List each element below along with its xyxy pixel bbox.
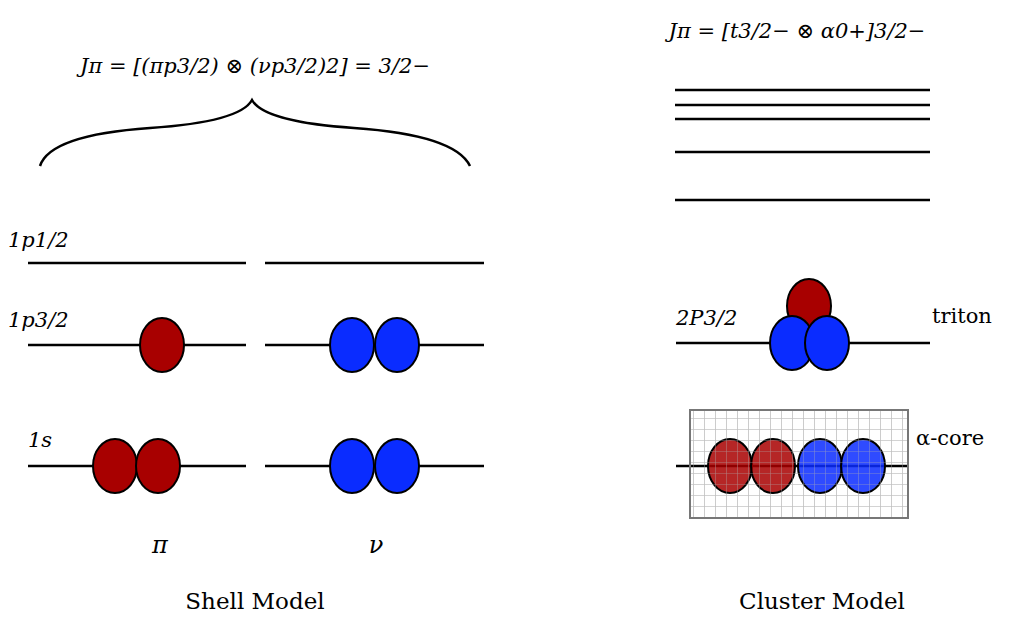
model-title: Cluster Model [739, 588, 905, 616]
model-title: Shell Model [185, 588, 324, 616]
level-label: 1p3/2 [8, 308, 69, 333]
proton-label: π [152, 531, 168, 560]
spin-formula: Jπ = [t3/2− ⊗ α0+]3/2− [669, 19, 926, 44]
level-label: 2P3/2 [676, 306, 737, 331]
neutron-label: ν [369, 531, 384, 560]
level-label: 1s [28, 428, 52, 453]
level-label: 1p1/2 [8, 228, 69, 253]
spin-formula: Jπ = [(πp3/2) ⊗ (νp3/2)2] = 3/2− [80, 54, 430, 79]
cluster-label: triton [932, 304, 992, 329]
cluster-label: α-core [916, 426, 984, 451]
